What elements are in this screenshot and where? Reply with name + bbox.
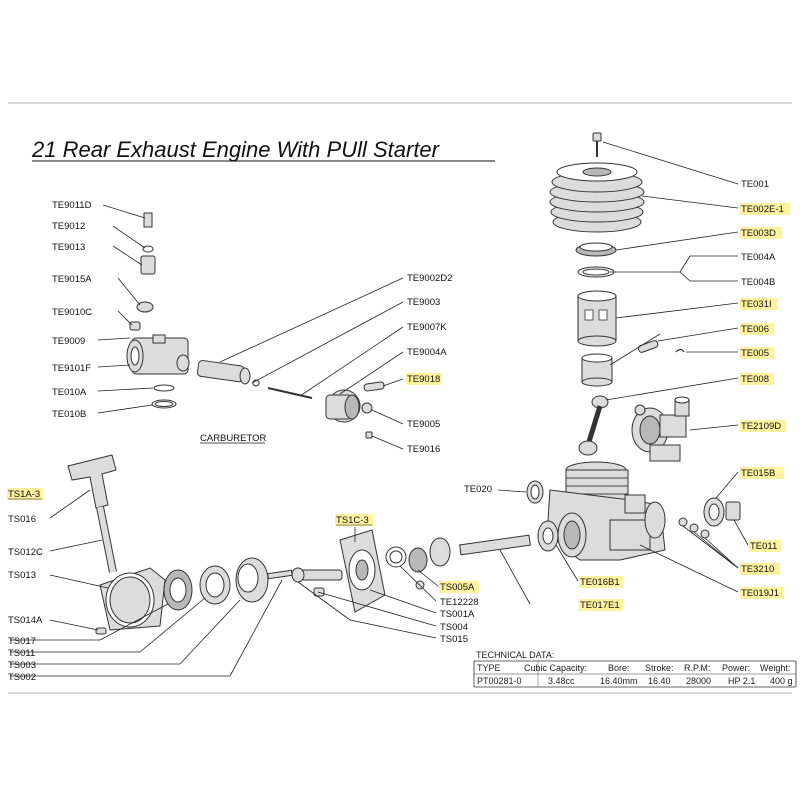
label-te3210: TE3210 [741, 564, 774, 575]
label-te006: TE006 [741, 324, 769, 335]
technical-data-heading: TECHNICAL DATA: [476, 650, 554, 660]
label-ts005a: TS005A [440, 582, 475, 593]
label-te031i: TE031I [741, 299, 772, 310]
label-te003d: TE003D [741, 228, 776, 239]
diagram-title: 21 Rear Exhaust Engine With PUll Starter [31, 137, 441, 162]
label-te017e1: TE017E1 [580, 600, 620, 611]
th-capacity: Cubic Capacity: [524, 663, 587, 673]
label-te010b: TE010B [52, 409, 86, 420]
label-te2109d: TE2109D [741, 421, 781, 432]
label-te016b1: TE016B1 [580, 577, 620, 588]
label-te019j1: TE019J1 [741, 588, 779, 599]
label-ts016: TS016 [8, 514, 36, 525]
carburetor-label: CARBURETOR [200, 433, 266, 444]
label-te005: TE005 [741, 348, 769, 359]
label-ts004: TS004 [440, 622, 468, 633]
pull-starter-group [67, 454, 293, 635]
label-te9005: TE9005 [407, 419, 440, 430]
part-labels: TE001 TE002E-1 TE003D TE004A TE004B TE03… [7, 179, 790, 683]
label-te011: TE011 [750, 541, 777, 552]
crankshaft-group [385, 534, 531, 590]
label-te008: TE008 [741, 374, 769, 385]
th-power: Power: [722, 663, 750, 673]
carburetor-group [126, 212, 385, 439]
label-te9009: TE9009 [52, 336, 85, 347]
label-te9101f: TE9101F [52, 363, 91, 374]
td-capacity: 3.48cc [548, 676, 575, 686]
th-weight: Weight: [760, 663, 790, 673]
label-te001: TE001 [741, 179, 769, 190]
label-te002e-1: TE002E-1 [741, 204, 784, 215]
td-stroke: 16.40 [648, 676, 671, 686]
label-te004b: TE004B [741, 277, 775, 288]
label-te9002d2: TE9002D2 [407, 273, 452, 284]
label-ts001a: TS001A [440, 609, 475, 620]
backplate-group [291, 529, 386, 613]
rear-housing-part [631, 396, 690, 462]
label-ts003: TS003 [8, 660, 36, 671]
label-ts015: TS015 [440, 634, 468, 645]
crankcase-group [526, 461, 666, 561]
label-te9016: TE9016 [407, 444, 440, 455]
td-type: PT00281-0 [477, 676, 522, 686]
label-ts013: TS013 [8, 570, 36, 581]
label-te010a: TE010A [52, 387, 87, 398]
leader-lines [10, 141, 749, 677]
th-rpm: R.P.M: [684, 663, 710, 673]
label-te9011d: TE9011D [52, 200, 92, 211]
label-ts002: TS002 [8, 672, 36, 683]
th-bore: Bore: [608, 663, 630, 673]
label-ts017: TS017 [8, 636, 36, 647]
label-ts012c: TS012C [8, 547, 43, 558]
label-te9003: TE9003 [407, 297, 440, 308]
label-ts014a: TS014A [8, 615, 43, 626]
label-te004a: TE004A [741, 252, 776, 263]
label-te9015a: TE9015A [52, 274, 92, 285]
label-te9018: TE9018 [407, 374, 440, 385]
rear-small-parts [678, 497, 741, 539]
label-te9004a: TE9004A [407, 347, 447, 358]
cylinder-head-group [549, 132, 685, 456]
label-te12228: TE12228 [440, 597, 479, 608]
label-ts1c-3: TS1C-3 [336, 515, 369, 526]
label-te9007k: TE9007K [407, 322, 447, 333]
label-te9012: TE9012 [52, 221, 85, 232]
td-power: HP 2.1 [728, 676, 755, 686]
td-bore: 16.40mm [600, 676, 638, 686]
technical-data-table: TECHNICAL DATA: TYPE Cubic Capacity: Bor… [473, 650, 797, 688]
label-te015b: TE015B [741, 468, 775, 479]
td-rpm: 28000 [686, 676, 711, 686]
td-weight: 400 g [770, 676, 793, 686]
label-ts1a-3: TS1A-3 [8, 489, 40, 500]
th-stroke: Stroke: [645, 663, 674, 673]
th-type: TYPE [477, 663, 501, 673]
label-te020: TE020 [464, 484, 492, 495]
label-te9010c: TE9010C [52, 307, 92, 318]
label-te9013: TE9013 [52, 242, 85, 253]
label-ts011: TS011 [8, 648, 35, 659]
